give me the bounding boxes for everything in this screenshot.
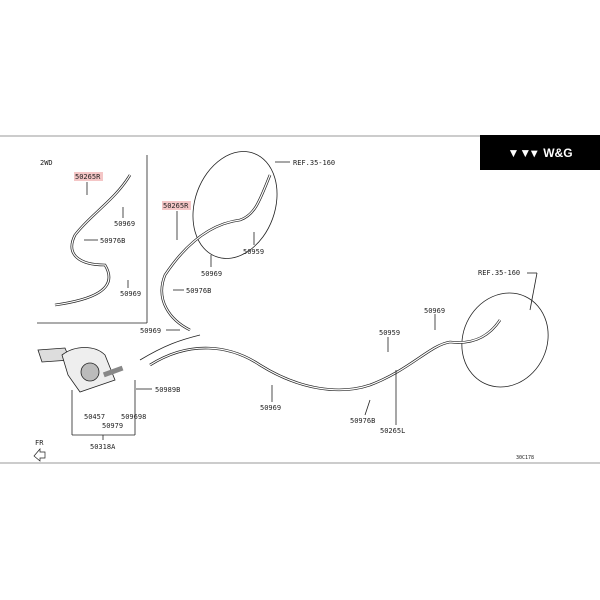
part-label[interactable]: 50969 [201, 270, 222, 278]
part-label[interactable]: 50265R [75, 173, 101, 181]
part-label[interactable]: 50265R [163, 202, 189, 210]
part-label[interactable]: 50969 [260, 404, 281, 412]
part-label[interactable]: 50976B [100, 237, 125, 245]
part-label[interactable]: 50969 [120, 290, 141, 298]
ref-label[interactable]: REF.35-160 [478, 269, 520, 277]
part-label[interactable]: 50989B [155, 386, 180, 394]
inset-frame [37, 155, 148, 324]
diagram-code: 30C178 [516, 455, 534, 461]
highlight-bg [162, 201, 191, 210]
cables [54, 174, 502, 392]
part-label[interactable]: 50959 [379, 329, 400, 337]
part-label[interactable]: 50976B [186, 287, 211, 295]
part-label[interactable]: 50969 [140, 327, 161, 335]
ref-label[interactable]: REF.35-160 [293, 159, 335, 167]
part-label[interactable]: 50959 [243, 248, 264, 256]
brake-drum-left [461, 292, 549, 388]
part-label[interactable]: 50318A [90, 443, 116, 451]
triangle-arrows-icon: ▼▼▾ [507, 145, 538, 160]
brand-name: W&G [543, 145, 573, 160]
part-label[interactable]: 50457 [84, 413, 105, 421]
brake-drum-right [192, 151, 278, 259]
inset-title: 2WD [40, 159, 53, 167]
part-label[interactable]: 509698 [121, 413, 146, 421]
front-arrow-icon [33, 448, 46, 462]
highlight-bg [74, 172, 103, 181]
part-label[interactable]: 50979 [102, 422, 123, 430]
front-label: FR [35, 439, 44, 447]
part-label[interactable]: 50969 [424, 307, 445, 315]
part-label[interactable]: 50976B [350, 417, 375, 425]
brand-logo: ▼▼▾ W&G [480, 135, 600, 170]
part-label[interactable]: 50265L [380, 427, 405, 435]
leader-lines [71, 161, 538, 440]
part-label[interactable]: 50969 [114, 220, 135, 228]
parking-brake-lever [37, 347, 124, 393]
